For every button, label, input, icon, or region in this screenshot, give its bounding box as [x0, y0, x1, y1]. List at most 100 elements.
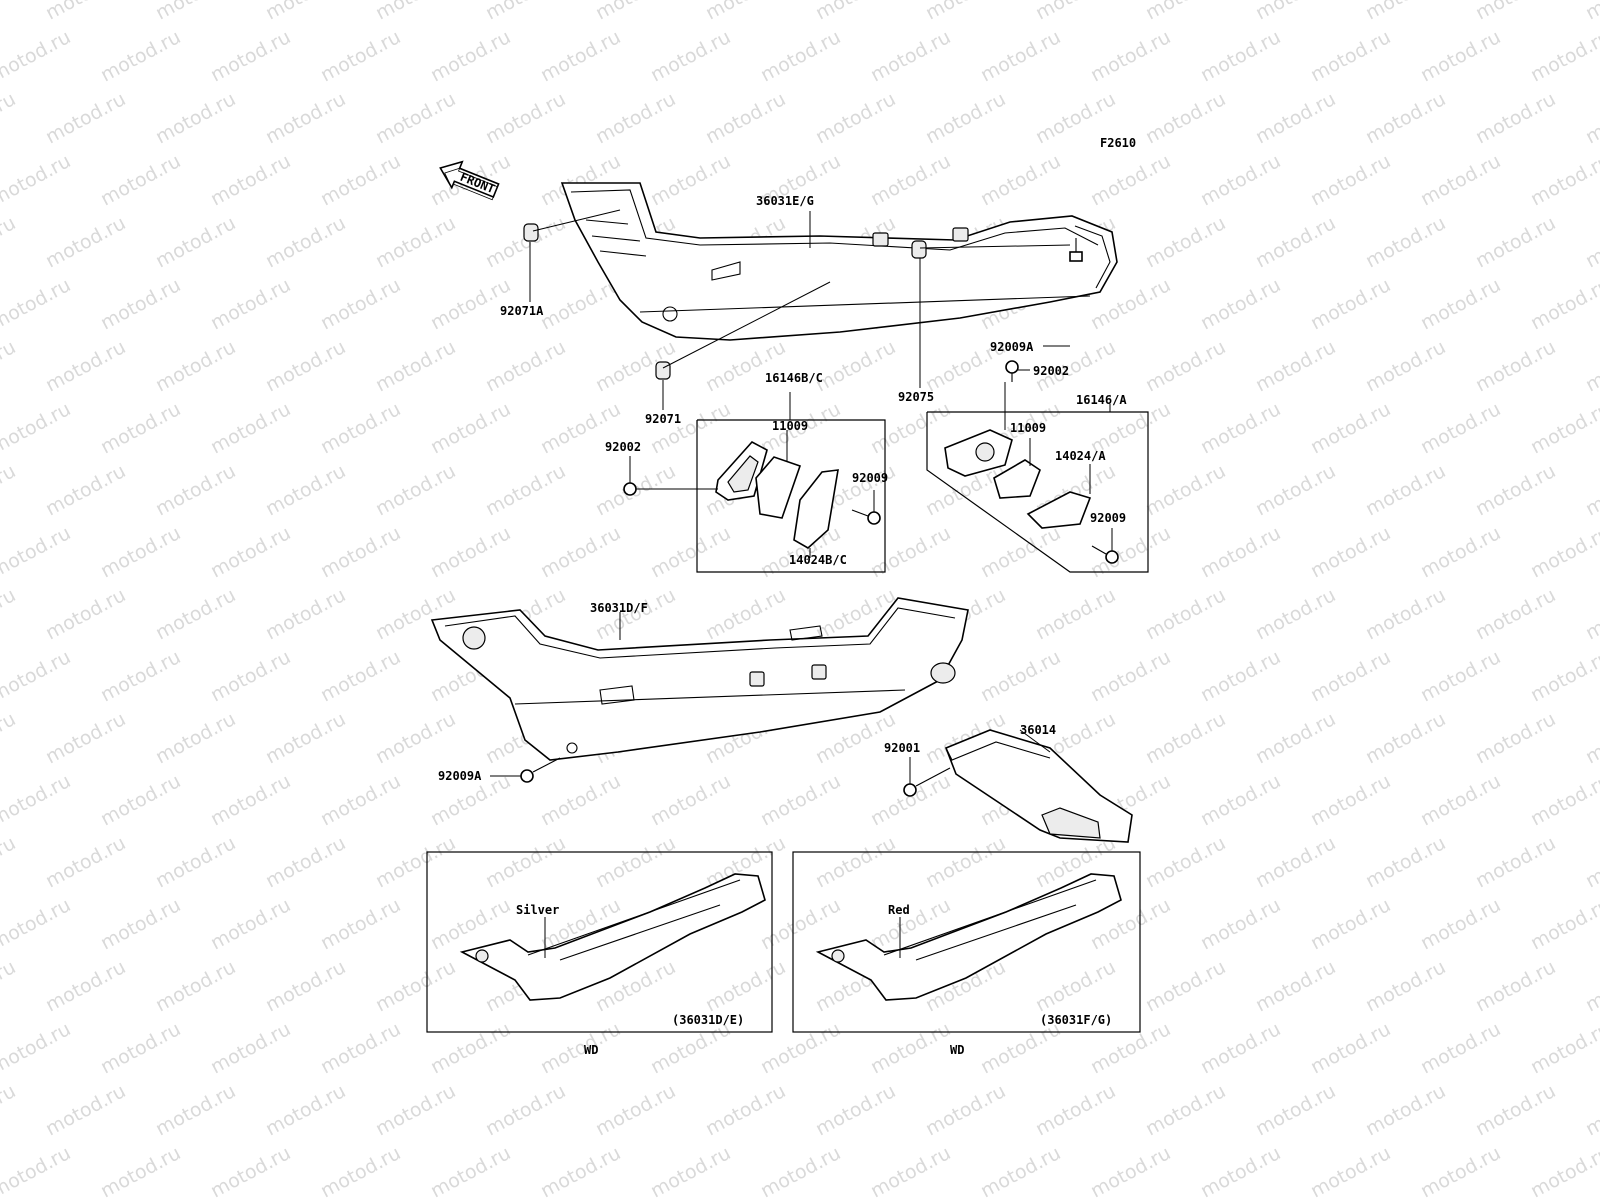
watermark-text: motod.ru	[537, 770, 624, 830]
side-cover-lower	[430, 597, 969, 761]
watermark-text: motod.ru	[1472, 1080, 1559, 1140]
watermark-text: motod.ru	[427, 522, 514, 582]
watermark-text: motod.ru	[1472, 584, 1559, 644]
watermark-text: motod.ru	[1252, 336, 1339, 396]
bolt-92009A-top	[1069, 238, 1083, 262]
grommet-92071	[655, 361, 671, 380]
inset-red-color-label: Red	[888, 903, 910, 917]
inset-red-market: WD	[950, 1043, 964, 1057]
watermark-text: motod.ru	[1472, 336, 1559, 396]
watermark-text: motod.ru	[922, 832, 1009, 892]
watermark-text: motod.ru	[482, 832, 569, 892]
watermark-text: motod.ru	[42, 88, 129, 148]
watermark-text: motod.ru	[867, 1018, 954, 1078]
watermark-text: motod.ru	[1417, 1142, 1504, 1200]
watermark-text: motod.ru	[1362, 88, 1449, 148]
watermark-text: motod.ru	[97, 150, 184, 210]
watermark-text: motod.ru	[262, 212, 349, 272]
watermark-text: motod.ru	[372, 956, 459, 1016]
watermark-text: motod.ru	[867, 522, 954, 582]
watermark-text: motod.ru	[207, 522, 294, 582]
watermark-text: motod.ru	[1582, 88, 1600, 148]
watermark-text: motod.ru	[372, 0, 459, 24]
watermark-text: motod.ru	[0, 150, 74, 210]
watermark-text: motod.ru	[42, 832, 129, 892]
label-16146A: 16146/A	[1076, 393, 1127, 407]
watermark-text: motod.ru	[1582, 336, 1600, 396]
watermark-text: motod.ru	[0, 832, 19, 892]
watermark-text: motod.ru	[1362, 460, 1449, 520]
bolt-92001	[903, 767, 951, 797]
watermark-text: motod.ru	[1087, 646, 1174, 706]
watermark-text: motod.ru	[262, 336, 349, 396]
watermark-text: motod.ru	[922, 1080, 1009, 1140]
watermark-text: motod.ru	[1362, 832, 1449, 892]
watermark-text: motod.ru	[977, 646, 1064, 706]
bolt-92009-left	[851, 509, 881, 525]
watermark-text: motod.ru	[317, 274, 404, 334]
label-16146BC: 16146B/C	[765, 371, 823, 385]
watermark-text: motod.ru	[1197, 150, 1284, 210]
watermark-text: motod.ru	[152, 956, 239, 1016]
watermark-text: motod.ru	[0, 212, 19, 272]
watermark-text: motod.ru	[1582, 212, 1600, 272]
watermark-text: motod.ru	[812, 88, 899, 148]
watermark-text: motod.ru	[0, 460, 19, 520]
watermark-text: motod.ru	[812, 1080, 899, 1140]
watermark-text: motod.ru	[207, 1018, 294, 1078]
watermark-text: motod.ru	[317, 522, 404, 582]
watermark-text: motod.ru	[317, 1018, 404, 1078]
label-92009A-top: 92009A	[990, 340, 1034, 354]
label-92009-right: 92009	[1090, 511, 1126, 525]
watermark-text: motod.ru	[1252, 88, 1339, 148]
watermark-text: motod.ru	[97, 770, 184, 830]
watermark-text: motod.ru	[592, 832, 679, 892]
watermark-text: motod.ru	[867, 150, 954, 210]
label-92075: 92075	[898, 390, 934, 404]
watermark-text: motod.ru	[1307, 894, 1394, 954]
watermark-text: motod.ru	[1087, 1018, 1174, 1078]
label-11009-right: 11009	[1010, 421, 1046, 435]
watermark-text: motod.ru	[317, 894, 404, 954]
watermark-text: motod.ru	[152, 832, 239, 892]
watermark-text: motod.ru	[317, 646, 404, 706]
watermark-text: motod.ru	[1087, 150, 1174, 210]
watermark-text: motod.ru	[427, 398, 514, 458]
watermark-text: motod.ru	[1307, 770, 1394, 830]
watermark-text: motod.ru	[1197, 26, 1284, 86]
watermark-text: motod.ru	[1582, 708, 1600, 768]
watermark-text: motod.ru	[1197, 1018, 1284, 1078]
inset-silver-ref: (36031D/E)	[672, 1013, 744, 1027]
watermark-text: motod.ru	[537, 1018, 624, 1078]
watermark-text: motod.ru	[0, 88, 19, 148]
watermark-text: motod.ru	[867, 1142, 954, 1200]
watermark-text: motod.ru	[207, 150, 294, 210]
watermark-text: motod.ru	[42, 336, 129, 396]
watermark-text: motod.ru	[1472, 88, 1559, 148]
watermark-text: motod.ru	[317, 770, 404, 830]
watermark-text: motod.ru	[1362, 956, 1449, 1016]
watermark-text: motod.ru	[372, 708, 459, 768]
watermark-text: motod.ru	[152, 336, 239, 396]
watermark-text: motod.ru	[1087, 26, 1174, 86]
watermark-text: motod.ru	[0, 0, 19, 24]
watermark-text: motod.ru	[1307, 1142, 1394, 1200]
watermark-text: motod.ru	[1142, 88, 1229, 148]
watermark-text: motod.ru	[1582, 832, 1600, 892]
watermark-text: motod.ru	[1197, 894, 1284, 954]
watermark-text: motod.ru	[97, 1142, 184, 1200]
watermark-text: motod.ru	[1307, 26, 1394, 86]
label-92001: 92001	[884, 741, 920, 755]
watermark-text: motod.ru	[1197, 274, 1284, 334]
watermark-text: motod.ru	[42, 0, 129, 24]
watermark-text: motod.ru	[482, 88, 569, 148]
watermark-text: motod.ru	[592, 1080, 679, 1140]
watermark-text: motod.ru	[1142, 1080, 1229, 1140]
watermark-text: motod.ru	[482, 1080, 569, 1140]
watermark-text: motod.ru	[1527, 522, 1600, 582]
grommet-92075	[911, 240, 927, 259]
watermark-text: motod.ru	[0, 770, 74, 830]
watermark-text: motod.ru	[1252, 460, 1339, 520]
watermark-text: motod.ru	[97, 1018, 184, 1078]
watermark-text: motod.ru	[1142, 212, 1229, 272]
